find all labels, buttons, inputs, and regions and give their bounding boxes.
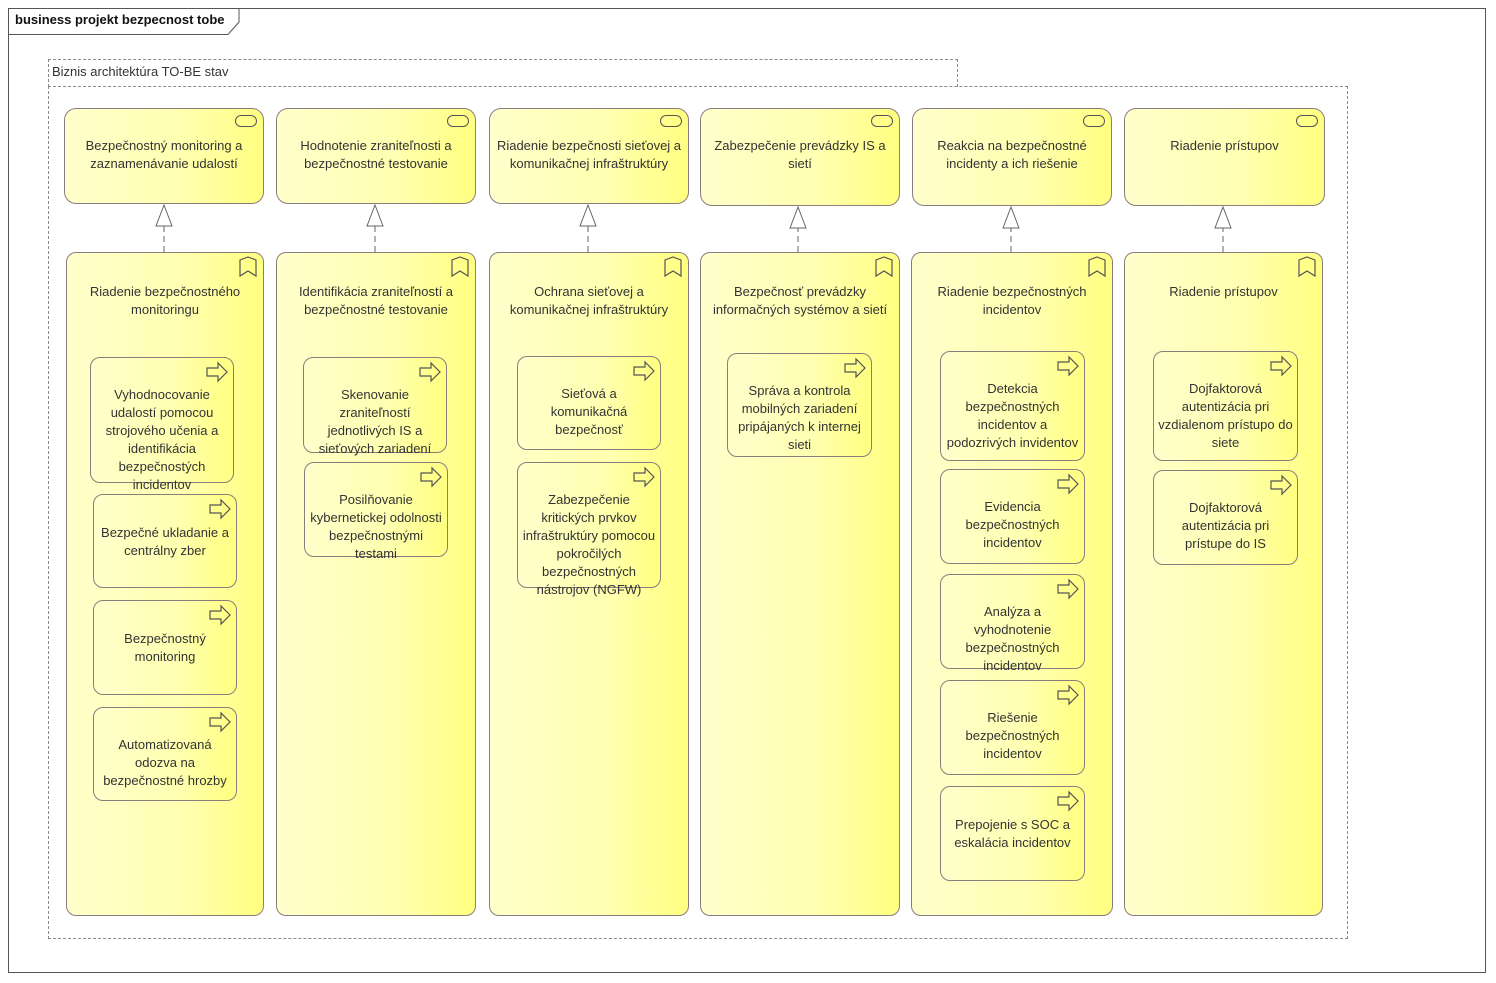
group-tab	[48, 59, 958, 87]
business-process-label: Bezpečnostný monitoring	[124, 631, 206, 664]
business-process[interactable]: Analýza a vyhodnotenie bezpečnostných in…	[940, 574, 1085, 673]
business-process[interactable]: Dojfaktorová autentizácia pri vzdialenom…	[1153, 351, 1298, 461]
business-process[interactable]: Bezpečnostný monitoring	[93, 600, 237, 695]
business-process-label: Analýza a vyhodnotenie bezpečnostných in…	[965, 604, 1060, 673]
business-process-icon	[419, 361, 441, 383]
business-process-label: Evidencia bezpečnostných incidentov	[965, 499, 1060, 550]
business-process-label: Správa a kontrola mobilných zariadení pr…	[738, 383, 861, 452]
business-process[interactable]: Zabezpečenie kritických prvkov infraštru…	[517, 462, 661, 597]
business-process-icon	[209, 604, 231, 626]
business-process-label: Skenovanie zraniteľností jednotlivých IS…	[318, 387, 432, 456]
business-process[interactable]: Dojfaktorová autentizácia pri prístupe d…	[1153, 470, 1298, 565]
business-function-icon	[1298, 256, 1316, 278]
business-process-icon	[209, 711, 231, 733]
business-process-icon	[1270, 355, 1292, 377]
business-process-label: Vyhodnocovanie udalostí pomocou strojové…	[105, 387, 219, 492]
business-process-label: Posilňovanie kybernetickej odolnosti bez…	[310, 492, 442, 561]
business-process-icon	[633, 360, 655, 382]
realization-arrowhead	[155, 203, 173, 227]
business-process-icon	[206, 361, 228, 383]
business-process[interactable]: Riešenie bezpečnostných incidentov	[940, 680, 1085, 775]
business-function-label: Ochrana sieťovej a komunikačnej infraštr…	[509, 284, 669, 317]
business-process-icon	[1270, 474, 1292, 496]
business-process-icon	[1057, 684, 1079, 706]
business-service-vulnerability[interactable]: Hodnotenie zraniteľnosti a bezpečnostné …	[276, 108, 476, 204]
business-service-label: Hodnotenie zraniteľnosti a bezpečnostné …	[300, 138, 452, 171]
business-function-icon	[1088, 256, 1106, 278]
group-title: Biznis architektúra TO-BE stav	[52, 64, 229, 79]
business-process[interactable]: Detekcia bezpečnostných incidentov a pod…	[940, 351, 1085, 461]
business-service-operations[interactable]: Zabezpečenie prevádzky IS a sietí	[700, 108, 900, 206]
business-process-label: Prepojenie s SOC a eskalácia incidentov	[954, 817, 1071, 850]
business-process-label: Dojfaktorová autentizácia pri vzdialenom…	[1158, 381, 1293, 450]
business-service-label: Riadenie bezpečnosti sieťovej a komunika…	[496, 138, 682, 171]
business-process-label: Zabezpečenie kritických prvkov infraštru…	[522, 492, 656, 597]
realization-arrowhead	[789, 205, 807, 229]
diagram-frame	[8, 8, 1486, 973]
business-service-icon	[1296, 115, 1318, 127]
realization-arrowhead	[366, 203, 384, 227]
realization-arrowhead	[1214, 205, 1232, 229]
business-function-label: Riadenie bezpečnostných incidentov	[937, 284, 1087, 317]
business-service-access[interactable]: Riadenie prístupov	[1124, 108, 1325, 206]
business-process-icon	[844, 357, 866, 379]
business-process[interactable]: Sieťová a komunikačná bezpečnosť	[517, 356, 661, 450]
business-service-label: Zabezpečenie prevádzky IS a sietí	[714, 138, 886, 171]
business-process-label: Bezpečné ukladanie a centrálny zber	[101, 525, 229, 558]
realization-arrowhead	[579, 203, 597, 227]
business-process-icon	[1057, 355, 1079, 377]
business-service-icon	[660, 115, 682, 127]
business-service-label: Reakcia na bezpečnostné incidenty a ich …	[937, 138, 1087, 171]
business-function-icon	[875, 256, 893, 278]
business-process-icon	[633, 466, 655, 488]
business-process[interactable]: Evidencia bezpečnostných incidentov	[940, 469, 1085, 564]
business-process-label: Automatizovaná odozva na bezpečnostné hr…	[103, 737, 227, 788]
business-function-icon	[664, 256, 682, 278]
business-service-label: Riadenie prístupov	[1170, 138, 1279, 153]
business-process[interactable]: Skenovanie zraniteľností jednotlivých IS…	[303, 357, 447, 456]
business-service-icon	[1083, 115, 1105, 127]
business-process[interactable]: Posilňovanie kybernetickej odolnosti bez…	[304, 462, 448, 561]
business-process-icon	[420, 466, 442, 488]
business-function-label: Bezpečnosť prevádzky informačných systém…	[712, 284, 888, 317]
business-process-icon	[1057, 790, 1079, 812]
business-service-label: Bezpečnostný monitoring a zaznamenávanie…	[85, 138, 243, 171]
realization-arrowhead	[1002, 205, 1020, 229]
business-process[interactable]: Vyhodnocovanie udalostí pomocou strojové…	[90, 357, 234, 492]
business-process-icon	[1057, 578, 1079, 600]
business-process-label: Riešenie bezpečnostných incidentov	[965, 710, 1060, 761]
business-function-icon	[451, 256, 469, 278]
business-function-label: Riadenie bezpečnostného monitoringu	[89, 284, 241, 317]
business-process-label: Detekcia bezpečnostných incidentov a pod…	[946, 381, 1079, 450]
business-service-monitoring[interactable]: Bezpečnostný monitoring a zaznamenávanie…	[64, 108, 264, 204]
business-service-icon	[235, 115, 257, 127]
business-service-network[interactable]: Riadenie bezpečnosti sieťovej a komunika…	[489, 108, 689, 204]
business-process-label: Sieťová a komunikačná bezpečnosť	[550, 386, 628, 437]
business-service-icon	[447, 115, 469, 127]
business-function-icon	[239, 256, 257, 278]
diagram-title: business projekt bezpecnost tobe	[15, 12, 225, 27]
business-function-label: Riadenie prístupov	[1169, 284, 1278, 299]
frame-tab-outline	[8, 8, 240, 35]
business-process[interactable]: Prepojenie s SOC a eskalácia incidentov	[940, 786, 1085, 881]
business-process-icon	[1057, 473, 1079, 495]
business-service-icon	[871, 115, 893, 127]
business-function-label: Identifikácia zraniteľností a bezpečnost…	[298, 284, 454, 317]
business-service-incident[interactable]: Reakcia na bezpečnostné incidenty a ich …	[912, 108, 1112, 206]
business-architecture-group[interactable]	[48, 86, 1348, 939]
business-process[interactable]: Správa a kontrola mobilných zariadení pr…	[727, 353, 872, 457]
business-process[interactable]: Automatizovaná odozva na bezpečnostné hr…	[93, 707, 237, 801]
business-process-icon	[209, 498, 231, 520]
business-process[interactable]: Bezpečné ukladanie a centrálny zber	[93, 494, 237, 588]
business-process-label: Dojfaktorová autentizácia pri prístupe d…	[1181, 500, 1270, 551]
